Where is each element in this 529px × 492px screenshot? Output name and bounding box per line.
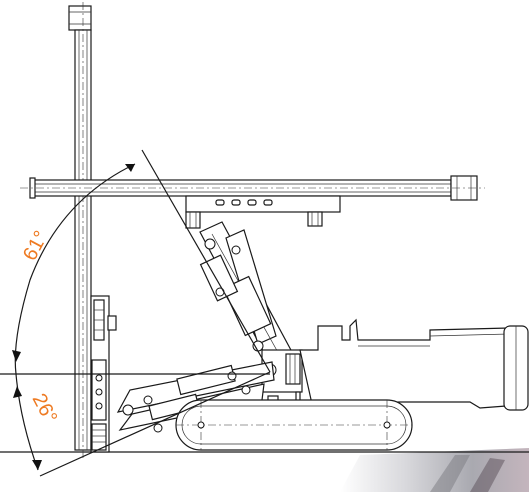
lower-limit-line — [39, 371, 271, 477]
lower-angle-label: 26° — [28, 390, 62, 427]
upper-limit-line — [141, 149, 271, 373]
arc-arrow-mid-up — [12, 350, 21, 362]
upper-angle-label: 61° — [19, 227, 53, 264]
arc-arrow-top — [125, 164, 135, 172]
carrier-body — [299, 318, 529, 411]
angle-construction — [0, 149, 271, 477]
boom-carriage — [185, 195, 341, 229]
upper-arm — [199, 221, 293, 365]
arc-arrow-mid-down — [13, 386, 22, 398]
angle-arc — [14, 163, 136, 471]
arc-arrow-bottom — [32, 460, 42, 470]
photo-background — [340, 448, 529, 492]
vertical-mast — [68, 2, 92, 460]
crawler-track — [175, 399, 413, 451]
